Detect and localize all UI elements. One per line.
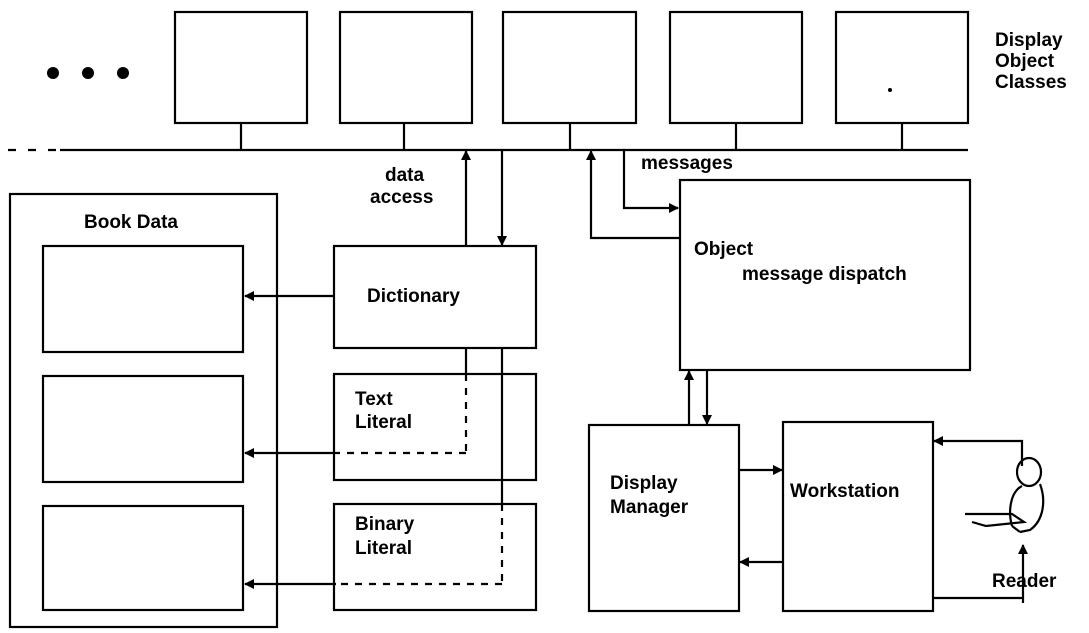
reader-label: Reader: [992, 571, 1057, 592]
display-object-class-box-3: [501, 10, 638, 125]
book-data-block-1: [41, 244, 245, 354]
workstation-label: Workstation: [790, 481, 899, 502]
display-object-classes-label: Display Object Classes: [995, 30, 1068, 93]
text-literal-box: [332, 372, 538, 482]
display-object-class-box-5: [834, 10, 970, 125]
book-data-label: Book Data: [84, 212, 178, 233]
dictionary-label: Dictionary: [367, 286, 460, 307]
display-manager-label: Display Manager: [610, 473, 689, 518]
data-access-label: data access: [370, 165, 433, 208]
binary-literal-box: [332, 502, 538, 612]
messages-label: messages: [641, 153, 733, 174]
reader-icon: [965, 456, 1045, 534]
book-data-container: [8, 192, 279, 629]
dictionary-literal-links: [244, 348, 504, 589]
display-manager-box: [587, 423, 741, 613]
object-dispatch-label: Object message dispatch: [694, 239, 907, 285]
binary-literal-label: Binary Literal: [355, 514, 419, 559]
workstation-box: [781, 420, 935, 613]
reader-workstation-arrows: [933, 436, 1028, 603]
book-data-block-2: [41, 374, 245, 484]
display-object-class-box-2: [338, 10, 474, 125]
dispatch-manager-arrows: [684, 370, 712, 425]
display-object-class-box-4: [668, 10, 804, 125]
ellipsis-dots: [47, 67, 129, 79]
manager-workstation-arrows: [739, 465, 783, 567]
messages-arrows: [586, 150, 680, 240]
data-access-arrows: [461, 150, 507, 246]
display-object-class-boxes: [173, 10, 970, 150]
book-data-block-3: [41, 504, 245, 612]
object-dispatch-box: [678, 178, 972, 372]
display-object-class-box-1: [173, 10, 309, 125]
text-literal-label: Text Literal: [355, 389, 412, 433]
